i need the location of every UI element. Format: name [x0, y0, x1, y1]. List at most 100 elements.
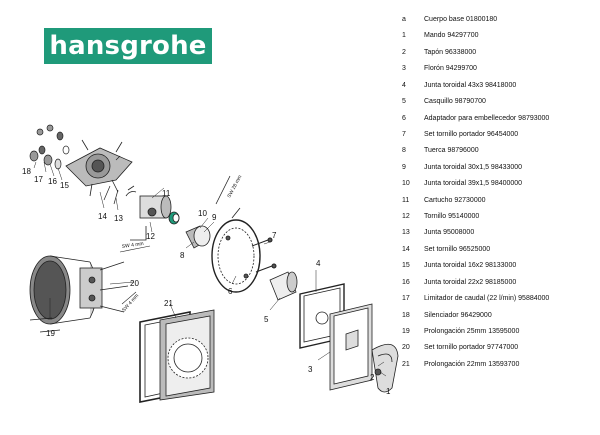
parts-list-item: 6 Adaptador para embellecedor 98793000 — [400, 111, 598, 127]
callout-9: 9 — [212, 213, 217, 222]
callout-11: 11 — [162, 189, 171, 198]
brand-logo-box — [44, 28, 212, 64]
callout-4: 4 — [316, 259, 321, 268]
part-ref: 9 — [402, 163, 406, 171]
callout-6: 6 — [228, 287, 233, 296]
part-ref: 10 — [402, 180, 410, 188]
callout-5: 5 — [264, 315, 269, 324]
parts-list-item: 7 Set tornillo portador 96454000 — [400, 127, 598, 143]
parts-list-item: 1 Mando 94297700 — [400, 28, 598, 44]
part-ref: 1 — [402, 32, 406, 40]
sleeve-drawing — [269, 271, 298, 301]
part-description: Adaptador para embellecedor 98793000 — [424, 114, 550, 122]
callout-15: 15 — [60, 181, 69, 190]
callout-17: 17 — [34, 175, 43, 184]
part-ref: 4 — [402, 81, 406, 89]
callout-12: 12 — [146, 232, 155, 241]
callout-18: 18 — [22, 167, 31, 176]
tool-icon-sw4-extension — [121, 291, 137, 305]
parts-list-item: 20 Set tornillo portador 97747000 — [400, 340, 598, 356]
part-ref: a — [402, 16, 406, 23]
tool-icon-sw4-cartridge — [119, 245, 151, 253]
parts-list-item: 12 Tornillo 95140000 — [400, 209, 598, 225]
callout-19: 19 — [46, 329, 55, 338]
part-ref: 17 — [402, 295, 410, 303]
part-ref: 20 — [402, 344, 410, 352]
part-description: Junta toroidal 16x2 98133000 — [424, 262, 517, 270]
part-description: Mando 94297700 — [424, 32, 479, 40]
part-description: Prolongación 25mm 13595000 — [424, 328, 520, 336]
cartridge-drawing — [125, 185, 211, 249]
adapter-drawing — [211, 207, 261, 293]
part-description: Set tornillo 96525000 — [424, 245, 491, 253]
tool-icon-sw28 — [215, 175, 231, 205]
parts-list-item: 8 Tuerca 98796000 — [400, 143, 598, 159]
callout-1: 1 — [386, 387, 391, 396]
tool-label-sw4-cartridge: SW 4 mm — [121, 241, 144, 250]
extension-21-drawing — [139, 309, 215, 403]
part-ref: 15 — [402, 262, 410, 270]
part-description: Junta 95008000 — [424, 229, 475, 237]
part-description: Junta toroidal 43x3 98418000 — [424, 81, 517, 89]
callout-8: 8 — [180, 251, 185, 260]
part-description: Tapón 96338000 — [424, 48, 477, 56]
extension-19-drawing — [29, 255, 129, 333]
part-ref: 21 — [402, 360, 410, 368]
parts-list-item: 11 Cartucho 92730000 — [400, 193, 598, 209]
parts-list-item: 19 Prolongación 25mm 13595000 — [400, 324, 598, 340]
callout-2: 2 — [370, 373, 375, 382]
part-description: Limitador de caudal (22 l/min) 95884000 — [424, 295, 550, 303]
parts-list-item: 3 Florón 94299700 — [400, 61, 598, 77]
part-description: Set tornillo portador 97747000 — [424, 344, 519, 352]
part-ref: 3 — [402, 65, 406, 73]
parts-list-item: 13 Junta 95008000 — [400, 225, 598, 241]
part-ref: 19 — [402, 328, 410, 336]
parts-list-item: 9 Junta toroidal 30x1,5 98433000 — [400, 160, 598, 176]
part-description: Junta toroidal 30x1,5 98433000 — [424, 163, 523, 171]
parts-list-item: 17 Limitador de caudal (22 l/min) 9588400… — [400, 291, 598, 307]
callout-20: 20 — [130, 279, 139, 288]
rosette-drawing — [299, 283, 373, 391]
part-ref: 16 — [402, 278, 410, 286]
brand-logo: hansgrohe — [49, 31, 207, 61]
part-description: Tornillo 95140000 — [424, 213, 480, 221]
part-ref: 8 — [402, 147, 406, 155]
parts-list-item: 15 Junta toroidal 16x2 98133000 — [400, 258, 598, 274]
part-description: Junta toroidal 22x2 98185000 — [424, 278, 517, 286]
parts-list-item: 16 Junta toroidal 22x2 98185000 — [400, 275, 598, 291]
parts-list-item: 5 Casquillo 98790700 — [400, 94, 598, 110]
callout-3: 3 — [308, 365, 313, 374]
part-ref: 11 — [402, 196, 410, 204]
part-description: Set tornillo portador 96454000 — [424, 130, 519, 138]
parts-list-item: 18 Silenciador 96429000 — [400, 308, 598, 324]
callout-10: 10 — [198, 209, 207, 218]
leader-lines — [33, 161, 387, 377]
part-ref: 18 — [402, 311, 410, 319]
part-ref: 6 — [402, 114, 406, 122]
parts-list-item: 4 Junta toroidal 43x3 98418000 — [400, 78, 598, 94]
part-ref: 7 — [402, 130, 406, 138]
tool-label-sw4-extension: SW 4 mm — [121, 293, 140, 313]
part-ref: 13 — [402, 229, 410, 237]
part-description: Tuerca 98796000 — [424, 147, 479, 155]
callout-13: 13 — [114, 214, 123, 223]
small-parts-left — [29, 124, 121, 205]
part-ref: 5 — [402, 98, 406, 106]
callout-16: 16 — [48, 177, 57, 186]
part-description: Casquillo 98790700 — [424, 98, 486, 106]
callout-14: 14 — [98, 212, 107, 221]
handle-drawing — [371, 343, 399, 393]
part-description: Florón 94299700 — [424, 65, 477, 73]
part-description: Cartucho 92730000 — [424, 196, 486, 204]
part-ref: 12 — [402, 213, 410, 221]
callout-7: 7 — [272, 231, 277, 240]
part-description: Silenciador 96429000 — [424, 311, 492, 319]
base-body-drawing — [65, 139, 133, 197]
